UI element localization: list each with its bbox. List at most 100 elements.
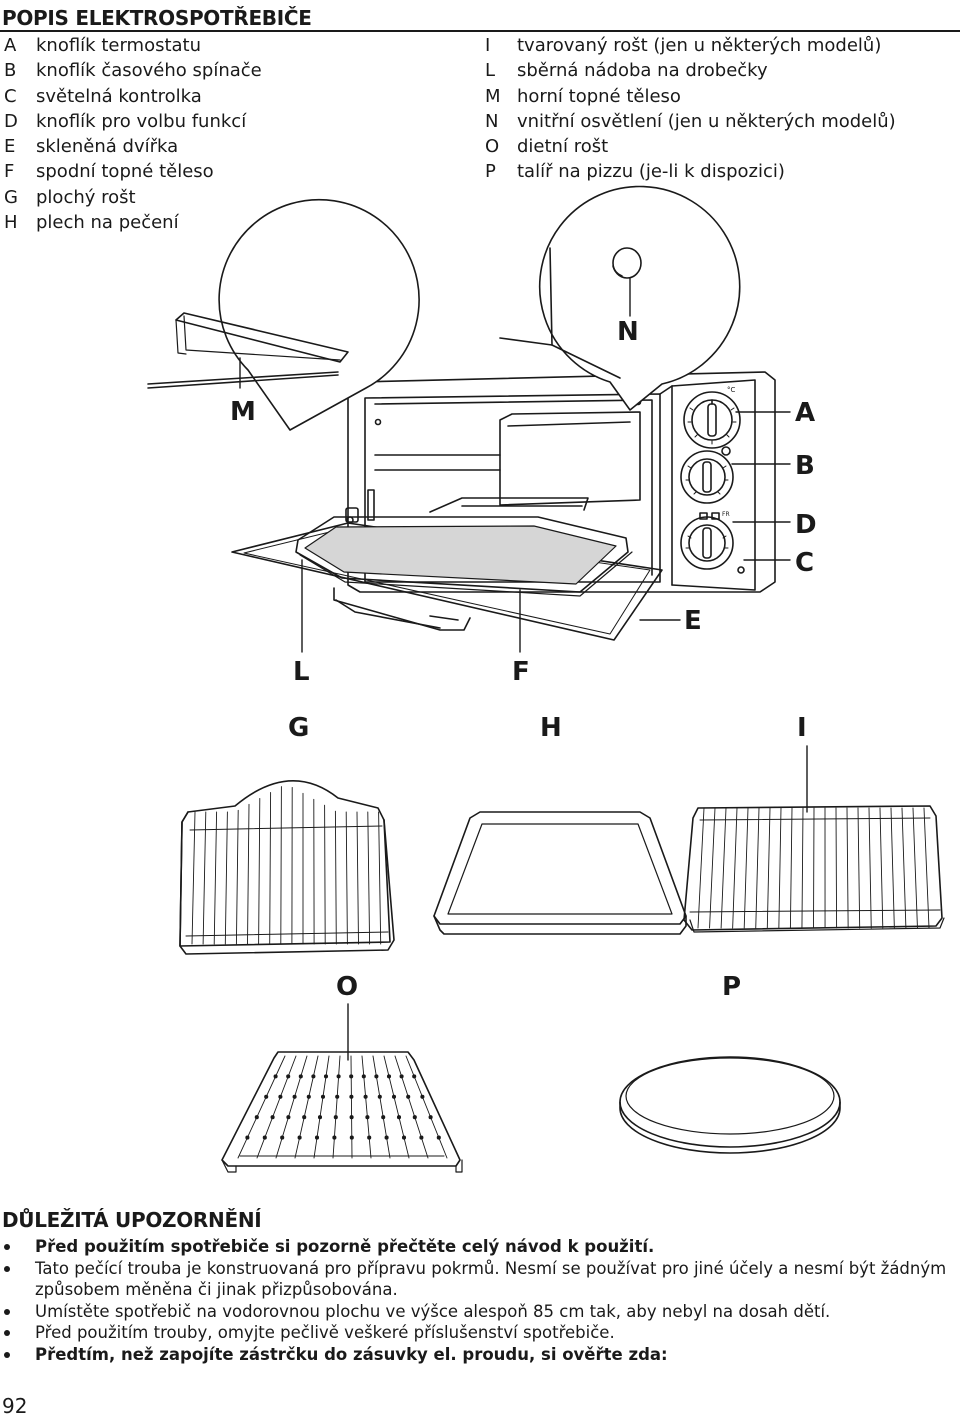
- rack-wire: [275, 1055, 308, 1159]
- rack-dot: [436, 1135, 441, 1140]
- rack-dot: [363, 1094, 368, 1099]
- rack-wire: [743, 807, 749, 929]
- legend-text: sběrná nádoba na drobečky: [517, 60, 768, 82]
- rack-wire: [224, 811, 228, 945]
- legend-text: tvarovaný rošt (jen u některých modelů): [517, 35, 882, 56]
- rack-dot: [419, 1135, 424, 1140]
- rack-wire: [901, 807, 907, 929]
- baking-tray: [433, 811, 687, 935]
- rack-dot: [367, 1135, 372, 1140]
- legend-key: M: [485, 85, 501, 107]
- rack-dot: [278, 1094, 283, 1099]
- crumb-tray: [333, 587, 471, 631]
- indicator-light: [737, 566, 745, 574]
- rack-dot: [273, 1074, 278, 1079]
- warnings-list: Před použitím spotřebiče si pozorně přeč…: [0, 1236, 952, 1365]
- legend-key: N: [485, 110, 499, 132]
- rack-dot: [311, 1074, 316, 1079]
- rack-dot: [323, 1074, 329, 1079]
- callout-O: O: [336, 972, 358, 1002]
- page-number: 92: [2, 1394, 28, 1418]
- warning-item: Předtím, než zapojíte zástrčku do zásuvk…: [0, 1344, 952, 1366]
- rack-wire: [235, 809, 239, 945]
- legend-key: L: [485, 60, 496, 82]
- rack-wire: [912, 807, 918, 929]
- control-panel: °C: [671, 379, 756, 591]
- callout-A: A: [795, 398, 815, 428]
- timer-knob: [680, 446, 734, 504]
- shaped-rack: [683, 805, 945, 933]
- magnifier-inner-light: [499, 185, 741, 411]
- rack-dot: [317, 1115, 323, 1120]
- callout-letters: M N A B D C E L F G H I O P: [230, 317, 817, 1002]
- callout-D: D: [795, 510, 817, 540]
- legend-text: skleněná dvířka: [36, 136, 179, 158]
- rack-dot: [420, 1094, 425, 1099]
- callout-F: F: [512, 657, 530, 687]
- rack-dot: [374, 1074, 379, 1079]
- legend-text: knoflík časového spínače: [36, 60, 262, 82]
- rack-wire: [361, 1055, 372, 1159]
- legend-key: F: [4, 161, 15, 183]
- rack-dot: [349, 1115, 354, 1120]
- warning-item: Před použitím spotřebiče si pozorně přeč…: [0, 1236, 952, 1258]
- rack-dot: [381, 1115, 386, 1120]
- rack-wire: [835, 807, 838, 929]
- rack-wire: [697, 807, 705, 929]
- rack-wire: [213, 811, 218, 945]
- rack-wire: [383, 1055, 410, 1159]
- rack-wire: [801, 807, 804, 929]
- rack-wire: [405, 1055, 448, 1159]
- legend-key: O: [485, 136, 500, 158]
- function-mark: FR: [722, 511, 730, 518]
- rack-dot: [428, 1115, 433, 1120]
- rack-dot: [406, 1094, 411, 1099]
- rack-dot: [302, 1115, 307, 1120]
- legend-text: plochý rošt: [36, 186, 136, 208]
- legend-text: talíř na pizzu (je-li k dispozici): [517, 161, 785, 183]
- warning-item: Před použitím trouby, omyjte pečlivě veš…: [0, 1322, 952, 1344]
- rack-dot: [399, 1074, 404, 1079]
- rack-wire: [280, 786, 282, 945]
- rack-dot: [332, 1135, 337, 1140]
- rack-dot: [262, 1135, 267, 1140]
- rack-wire: [394, 1055, 429, 1159]
- rack-dot: [396, 1115, 402, 1120]
- warnings-title: DŮLEŽITÁ UPOZORNĚNÍ: [2, 1208, 262, 1232]
- legend-text: plech na pečení: [36, 212, 179, 234]
- rack-wire: [332, 1055, 341, 1159]
- rack-wire: [813, 807, 815, 929]
- rack-wire: [879, 807, 884, 929]
- rack-wire: [868, 807, 872, 929]
- callout-P: P: [722, 972, 741, 1002]
- temp-unit-mark: °C: [727, 386, 736, 394]
- legend-key: G: [4, 186, 18, 208]
- rack-dot: [365, 1115, 370, 1120]
- warning-item: Umístěte spotřebič na vodorovnou plochu …: [0, 1301, 952, 1323]
- legend-text: knoflík termostatu: [36, 35, 202, 56]
- rack-in-oven: [429, 497, 589, 513]
- callout-H: H: [540, 713, 562, 743]
- function-knob: FR: [680, 511, 734, 570]
- rack-dot: [386, 1074, 392, 1079]
- rack-dot: [349, 1074, 354, 1079]
- rack-dot: [349, 1094, 354, 1099]
- callout-C: C: [795, 548, 814, 578]
- legend-key: I: [485, 35, 491, 56]
- rack-wire: [367, 811, 371, 945]
- rack-wire: [334, 810, 337, 945]
- rack-wire: [256, 1055, 297, 1159]
- rack-wire: [923, 807, 930, 929]
- rack-wire: [269, 792, 272, 945]
- oven-body: [347, 371, 776, 593]
- callout-M: M: [230, 397, 256, 427]
